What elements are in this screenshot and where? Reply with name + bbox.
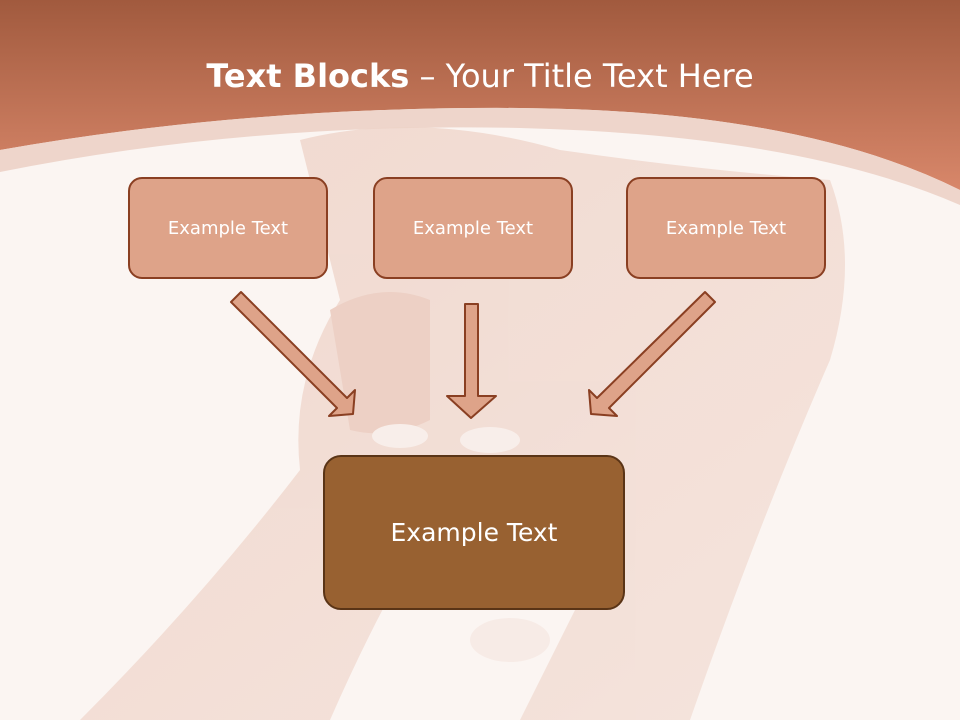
slide-title: Text Blocks – Your Title Text Here xyxy=(0,52,960,100)
text-box-2-label: Example Text xyxy=(412,217,534,239)
header-band xyxy=(0,0,960,190)
target-text-box-label: Example Text xyxy=(390,518,558,547)
text-box-1-label: Example Text xyxy=(167,217,289,239)
target-text-box[interactable]: Example Text xyxy=(323,455,625,610)
text-box-3[interactable]: Example Text xyxy=(626,177,826,279)
text-box-2[interactable]: Example Text xyxy=(373,177,573,279)
title-bold: Text Blocks xyxy=(206,57,410,95)
header-swoosh xyxy=(0,107,960,205)
text-box-1[interactable]: Example Text xyxy=(128,177,328,279)
text-box-3-label: Example Text xyxy=(665,217,787,239)
title-rest: – Your Title Text Here xyxy=(409,57,754,95)
